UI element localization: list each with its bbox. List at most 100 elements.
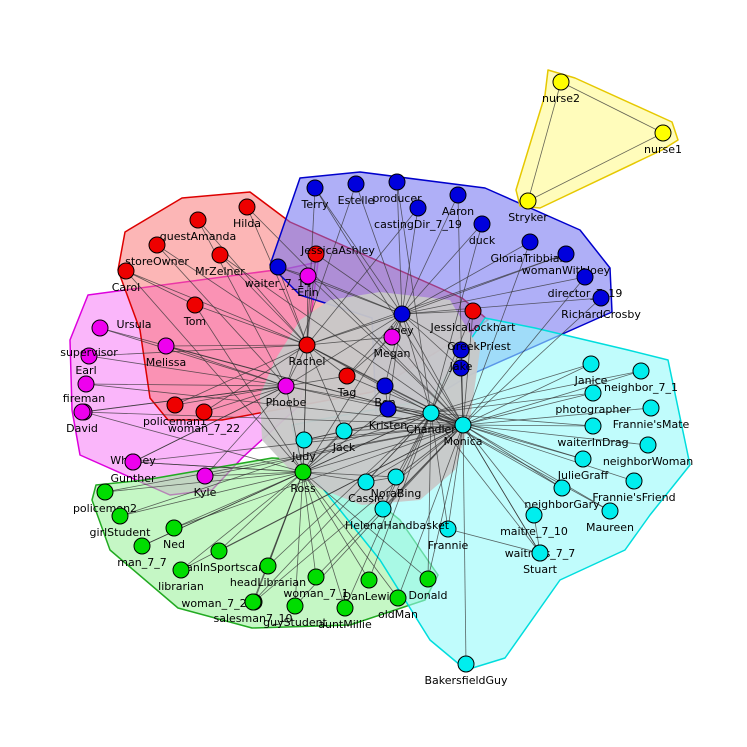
node-Carol[interactable]: Carol <box>112 262 141 294</box>
node-circle[interactable] <box>277 377 295 395</box>
node-circle[interactable] <box>374 500 392 518</box>
node-circle[interactable] <box>473 215 491 233</box>
node-circle[interactable] <box>376 377 394 395</box>
node-circle[interactable] <box>133 537 151 555</box>
node-circle[interactable] <box>211 246 229 264</box>
node-guyStudent[interactable]: guyStudent <box>263 597 328 629</box>
node-JessicaAshley[interactable]: JessicaAshley <box>300 244 375 263</box>
node-JulieGraff[interactable]: JulieGraff <box>557 450 609 482</box>
node-Ross[interactable]: Ross <box>290 463 316 495</box>
node-circle[interactable] <box>388 173 406 191</box>
node-Gunther[interactable]: Gunther <box>110 453 156 485</box>
node-circle[interactable] <box>601 502 619 520</box>
node-Melissa[interactable]: Melissa <box>146 337 187 369</box>
node-circle[interactable] <box>294 463 312 481</box>
node-circle[interactable] <box>148 236 166 254</box>
node-Cassie[interactable]: Cassie <box>348 473 384 505</box>
node-circle[interactable] <box>584 384 602 402</box>
node-circle[interactable] <box>210 542 228 560</box>
node-producer[interactable]: producer <box>372 173 422 205</box>
node-Aaron[interactable]: Aaron <box>442 186 474 218</box>
node-Jack[interactable]: Jack <box>332 422 356 454</box>
node-waiter_7_14[interactable]: waiter_7_14 <box>245 258 311 290</box>
node-circle[interactable] <box>80 347 98 365</box>
node-circle[interactable] <box>553 479 571 497</box>
node-waiterInDrag[interactable]: waiterInDrag <box>557 417 629 449</box>
node-circle[interactable] <box>452 359 470 377</box>
node-circle[interactable] <box>286 597 304 615</box>
node-Estelle[interactable]: Estelle <box>338 175 375 207</box>
node-manInSportscar[interactable]: manInSportscar <box>175 542 263 574</box>
node-circle[interactable] <box>582 355 600 373</box>
node-circle[interactable] <box>298 336 316 354</box>
node-oldMan[interactable]: oldMan <box>378 589 418 621</box>
node-circle[interactable] <box>422 404 440 422</box>
node-salesman7_10[interactable]: salesman7_10 <box>214 593 293 625</box>
node-Monica[interactable]: Monica <box>443 416 483 448</box>
node-Ursula[interactable]: Ursula <box>91 318 152 337</box>
node-circle[interactable] <box>642 399 660 417</box>
node-FranniesFriend[interactable]: Frannie'sFriend <box>592 472 676 504</box>
node-neighborWoman[interactable]: neighborWoman <box>603 436 693 468</box>
node-Earl[interactable]: Earl <box>75 364 97 393</box>
node-Tom[interactable]: Tom <box>183 296 206 328</box>
node-circle[interactable] <box>419 570 437 588</box>
node-circle[interactable] <box>632 362 650 380</box>
node-circle[interactable] <box>124 453 142 471</box>
node-Stuart[interactable]: Stuart <box>523 544 558 576</box>
node-circle[interactable] <box>307 245 325 263</box>
node-woman_7_22[interactable]: woman_7_22 <box>168 403 240 435</box>
node-circle[interactable] <box>574 450 592 468</box>
node-guestAmanda[interactable]: guestAmanda <box>160 211 236 243</box>
node-Hilda[interactable]: Hilda <box>233 198 261 230</box>
node-Judy[interactable]: Judy <box>291 431 316 463</box>
node-circle[interactable] <box>654 124 672 142</box>
node-Jake[interactable]: Jake <box>449 359 473 377</box>
node-circle[interactable] <box>576 268 594 286</box>
node-circle[interactable] <box>111 507 129 525</box>
node-MrZelner[interactable]: MrZelner <box>195 246 245 278</box>
node-supervisor[interactable]: supervisor <box>60 346 118 365</box>
node-circle[interactable] <box>196 467 214 485</box>
node-circle[interactable] <box>525 506 543 524</box>
node-maitre_7_10[interactable]: maitre_7_10 <box>500 506 568 538</box>
node-circle[interactable] <box>347 175 365 193</box>
node-Kyle[interactable]: Kyle <box>194 467 217 499</box>
node-circle[interactable] <box>306 179 324 197</box>
node-circle[interactable] <box>259 557 277 575</box>
node-auntMillie[interactable]: auntMillie <box>318 599 372 631</box>
node-girlStudent[interactable]: girlStudent <box>90 507 152 539</box>
node-Megan[interactable]: Megan <box>374 328 411 360</box>
node-Janice[interactable]: Janice <box>574 355 608 387</box>
node-Terry[interactable]: Terry <box>301 179 329 211</box>
node-circle[interactable] <box>91 319 109 337</box>
node-HelenaHandbasket[interactable]: HelenaHandbasket <box>345 500 450 532</box>
node-circle[interactable] <box>195 403 213 421</box>
node-circle[interactable] <box>584 417 602 435</box>
node-librarian[interactable]: librarian <box>158 561 204 593</box>
node-circle[interactable] <box>519 192 537 210</box>
node-circle[interactable] <box>383 328 401 346</box>
node-man_7_7[interactable]: man_7_7 <box>117 537 167 569</box>
node-circle[interactable] <box>457 655 475 673</box>
node-JessicaLockhart[interactable]: JessicaLockhart <box>430 302 517 334</box>
node-circle[interactable] <box>521 233 539 251</box>
node-circle[interactable] <box>165 519 183 537</box>
node-Donald[interactable]: Donald <box>409 570 448 602</box>
node-Tag[interactable]: Tag <box>337 367 357 399</box>
node-circle[interactable] <box>409 199 427 217</box>
node-headLibrarian[interactable]: headLibrarian <box>230 557 306 589</box>
node-circle[interactable] <box>157 337 175 355</box>
node-Ned[interactable]: Ned <box>163 519 185 551</box>
node-Phoebe[interactable]: Phoebe <box>266 377 307 409</box>
node-circle[interactable] <box>439 520 457 538</box>
node-circle[interactable] <box>189 211 207 229</box>
node-woman_7_1[interactable]: woman_7_1 <box>283 568 349 600</box>
node-circle[interactable] <box>295 431 313 449</box>
node-GreekPriest[interactable]: GreekPriest <box>447 340 511 359</box>
node-circle[interactable] <box>379 400 397 418</box>
node-BakersfieldGuy[interactable]: BakersfieldGuy <box>424 655 508 687</box>
node-circle[interactable] <box>625 472 643 490</box>
node-Chandler[interactable]: Chandler <box>406 404 456 436</box>
node-circle[interactable] <box>269 258 287 276</box>
